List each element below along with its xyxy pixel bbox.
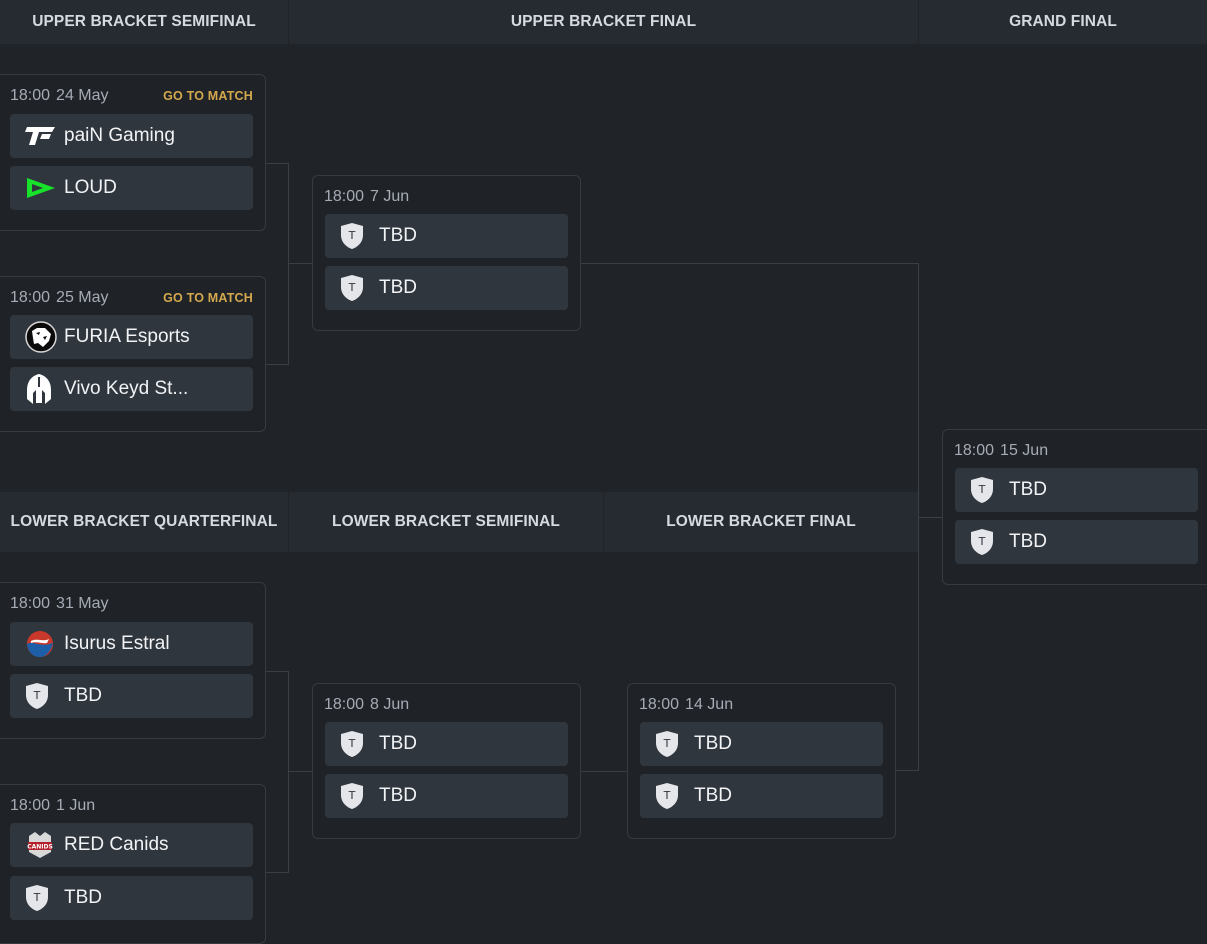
team-name: TBD — [1009, 479, 1047, 500]
team-row-tbd[interactable]: T TBD — [325, 266, 568, 310]
team-row-tbd[interactable]: T TBD — [640, 722, 883, 766]
loud-logo-icon — [25, 173, 58, 203]
tbd-shield-icon: T — [970, 527, 1003, 557]
svg-text:T: T — [978, 483, 986, 496]
match-card-lower-quarterfinal-2[interactable]: 18:00 1 Jun CANIDS RED Canids T TBD — [0, 784, 266, 944]
svg-text:T: T — [348, 281, 356, 294]
team-name: TBD — [64, 887, 102, 908]
team-row-tbd[interactable]: T TBD — [325, 774, 568, 818]
match-time: 18:00 — [324, 696, 365, 713]
red-canids-logo-icon: CANIDS — [25, 830, 58, 860]
match-date: 31 May — [56, 595, 109, 612]
team-name: TBD — [379, 785, 417, 806]
match-card-upper-final[interactable]: 18:00 7 Jun T TBD T TBD — [312, 175, 581, 331]
team-row-tbd[interactable]: T TBD — [10, 674, 253, 718]
match-time: 18:00 — [324, 188, 365, 205]
team-name: TBD — [64, 685, 102, 706]
team-row-pain-gaming[interactable]: paiN Gaming — [10, 114, 253, 158]
header-upper-bracket-final: UPPER BRACKET FINAL — [289, 0, 918, 44]
match-date: 14 Jun — [685, 696, 734, 713]
team-row-tbd[interactable]: T TBD — [325, 214, 568, 258]
team-name: paiN Gaming — [64, 125, 175, 146]
go-to-match-link[interactable]: GO TO MATCH — [163, 291, 253, 305]
tbd-shield-icon: T — [655, 781, 688, 811]
svg-text:T: T — [348, 229, 356, 242]
match-card-upper-semifinal-1[interactable]: 18:00 24 May GO TO MATCH paiN Gaming LOUD — [0, 74, 266, 231]
match-date: 24 May — [56, 87, 109, 104]
team-name: FURIA Esports — [64, 326, 190, 347]
team-row-tbd[interactable]: T TBD — [955, 468, 1198, 512]
furia-panther-logo-icon — [25, 321, 58, 353]
match-date: 15 Jun — [1000, 442, 1049, 459]
go-to-match-link[interactable]: GO TO MATCH — [163, 89, 253, 103]
tbd-shield-icon: T — [340, 781, 373, 811]
tbd-shield-icon: T — [655, 729, 688, 759]
keyd-spartan-helmet-icon — [25, 374, 58, 404]
team-name: TBD — [379, 277, 417, 298]
match-card-grand-final[interactable]: 18:00 15 Jun T TBD T TBD — [942, 429, 1207, 585]
team-row-vivo-keyd-stars[interactable]: Vivo Keyd St... — [10, 367, 253, 411]
team-row-red-canids[interactable]: CANIDS RED Canids — [10, 823, 253, 867]
svg-text:T: T — [33, 891, 41, 904]
team-name: TBD — [694, 733, 732, 754]
team-name: Vivo Keyd St... — [64, 378, 189, 399]
tbd-shield-icon: T — [25, 883, 58, 913]
team-row-tbd[interactable]: T TBD — [955, 520, 1198, 564]
match-time: 18:00 — [10, 87, 51, 104]
team-name: RED Canids — [64, 834, 169, 855]
svg-text:T: T — [978, 535, 986, 548]
match-time: 18:00 — [954, 442, 995, 459]
svg-text:T: T — [348, 737, 356, 750]
header-grand-final: GRAND FINAL — [919, 0, 1207, 44]
match-card-lower-quarterfinal-1[interactable]: 18:00 31 May Isurus Estral T TBD — [0, 582, 266, 739]
team-row-loud[interactable]: LOUD — [10, 166, 253, 210]
header-lower-bracket-semifinal: LOWER BRACKET SEMIFINAL — [289, 492, 603, 552]
match-time: 18:00 — [639, 696, 680, 713]
team-name: TBD — [1009, 531, 1047, 552]
team-row-tbd[interactable]: T TBD — [10, 876, 253, 920]
tbd-shield-icon: T — [340, 221, 373, 251]
team-name: TBD — [694, 785, 732, 806]
svg-text:T: T — [348, 789, 356, 802]
svg-text:T: T — [33, 689, 41, 702]
pain-gaming-logo-icon — [25, 121, 58, 151]
tbd-shield-icon: T — [340, 273, 373, 303]
match-date: 7 Jun — [370, 188, 410, 205]
match-card-upper-semifinal-2[interactable]: 18:00 25 May GO TO MATCH FURIA Esports Vi… — [0, 276, 266, 432]
match-time: 18:00 — [10, 289, 51, 306]
header-lower-bracket-final: LOWER BRACKET FINAL — [604, 492, 918, 552]
team-row-tbd[interactable]: T TBD — [640, 774, 883, 818]
svg-text:T: T — [663, 737, 671, 750]
header-upper-bracket-semifinal: UPPER BRACKET SEMIFINAL — [0, 0, 288, 44]
match-card-lower-semifinal[interactable]: 18:00 8 Jun T TBD T TBD — [312, 683, 581, 839]
team-row-furia-esports[interactable]: FURIA Esports — [10, 315, 253, 359]
tbd-shield-icon: T — [340, 729, 373, 759]
match-date: 8 Jun — [370, 696, 410, 713]
tbd-shield-icon: T — [25, 681, 58, 711]
team-row-tbd[interactable]: T TBD — [325, 722, 568, 766]
team-name: Isurus Estral — [64, 633, 170, 654]
match-date: 1 Jun — [56, 797, 96, 814]
match-card-lower-final[interactable]: 18:00 14 Jun T TBD T TBD — [627, 683, 896, 839]
match-date: 25 May — [56, 289, 109, 306]
tbd-shield-icon: T — [970, 475, 1003, 505]
team-name: TBD — [379, 225, 417, 246]
svg-text:CANIDS: CANIDS — [27, 844, 53, 851]
match-time: 18:00 — [10, 797, 51, 814]
team-name: LOUD — [64, 177, 117, 198]
team-row-isurus-estral[interactable]: Isurus Estral — [10, 622, 253, 666]
isurus-logo-icon — [25, 629, 58, 659]
header-lower-bracket-quarterfinal: LOWER BRACKET QUARTERFINAL — [0, 492, 288, 552]
svg-text:T: T — [663, 789, 671, 802]
match-time: 18:00 — [10, 595, 51, 612]
team-name: TBD — [379, 733, 417, 754]
